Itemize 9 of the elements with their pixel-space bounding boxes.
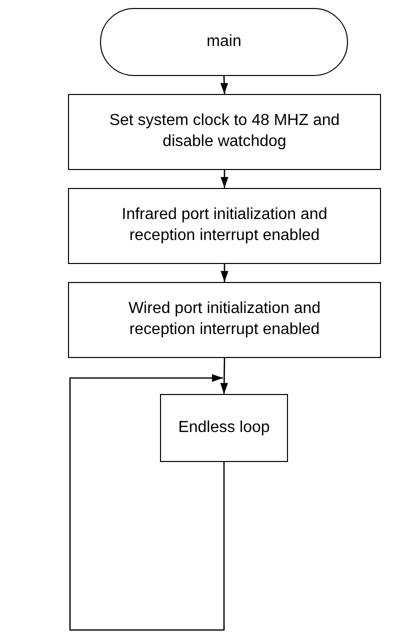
arrow — [220, 76, 228, 94]
process-box: Infrared port initialization and reception interrupt enabled — [68, 188, 381, 264]
arrow — [220, 358, 228, 394]
arrow — [69, 374, 225, 631]
process-box: Set system clock to 48 MHZ and disable watchdog — [68, 94, 381, 170]
process-box: Wired port initialization and reception interrupt enabled — [68, 282, 381, 358]
arrow — [220, 264, 228, 282]
arrow — [220, 170, 228, 188]
process-box: Endless loop — [160, 394, 288, 462]
